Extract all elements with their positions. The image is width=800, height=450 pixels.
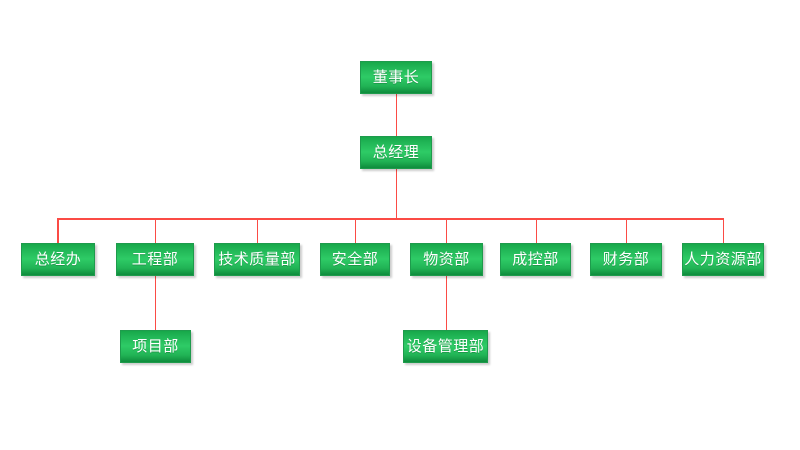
connector-materials-to-equipment	[445, 276, 448, 330]
connector-bus-to-engineering	[154, 218, 157, 243]
node-human-resources-department[interactable]: 人力资源部	[682, 243, 764, 276]
connector-department-bus	[57, 218, 724, 220]
node-general-manager-office[interactable]: 总经办	[21, 243, 95, 276]
connector-bus-to-safety	[354, 218, 357, 243]
node-project-department[interactable]: 项目部	[120, 330, 191, 363]
node-cost-control-department-label: 成控部	[512, 250, 559, 268]
node-human-resources-department-label: 人力资源部	[684, 250, 762, 268]
connector-gm-to-bus	[395, 169, 398, 219]
connector-bus-to-finance	[625, 218, 628, 243]
node-equipment-management-department[interactable]: 设备管理部	[403, 330, 488, 363]
node-cost-control-department[interactable]: 成控部	[500, 243, 571, 276]
node-technical-quality-department[interactable]: 技术质量部	[214, 243, 300, 276]
node-chairman-label: 董事长	[372, 68, 420, 86]
node-safety-department-label: 安全部	[331, 250, 379, 268]
node-general-manager-label: 总经理	[372, 143, 420, 161]
node-project-department-label: 项目部	[132, 337, 179, 355]
node-engineering-department-label: 工程部	[131, 250, 179, 268]
connector-bus-to-cost-ctrl	[535, 218, 538, 243]
node-general-manager-office-label: 总经办	[34, 250, 82, 268]
node-general-manager[interactable]: 总经理	[360, 136, 432, 169]
node-equipment-management-department-label: 设备管理部	[406, 337, 485, 355]
node-engineering-department[interactable]: 工程部	[116, 243, 194, 276]
node-chairman[interactable]: 董事长	[360, 61, 432, 94]
node-finance-department[interactable]: 财务部	[590, 243, 662, 276]
connector-bus-to-hr	[722, 218, 725, 243]
connector-bus-to-materials	[445, 218, 448, 243]
node-materials-department-label: 物资部	[423, 250, 470, 268]
node-finance-department-label: 财务部	[602, 250, 650, 268]
connector-engineering-to-project	[154, 276, 157, 330]
node-technical-quality-department-label: 技术质量部	[218, 250, 296, 268]
connector-chairman-to-gm	[395, 94, 398, 136]
connector-bus-to-gm-office	[57, 218, 59, 243]
connector-bus-to-tech-qa	[256, 218, 259, 243]
node-materials-department[interactable]: 物资部	[410, 243, 483, 276]
node-safety-department[interactable]: 安全部	[320, 243, 390, 276]
